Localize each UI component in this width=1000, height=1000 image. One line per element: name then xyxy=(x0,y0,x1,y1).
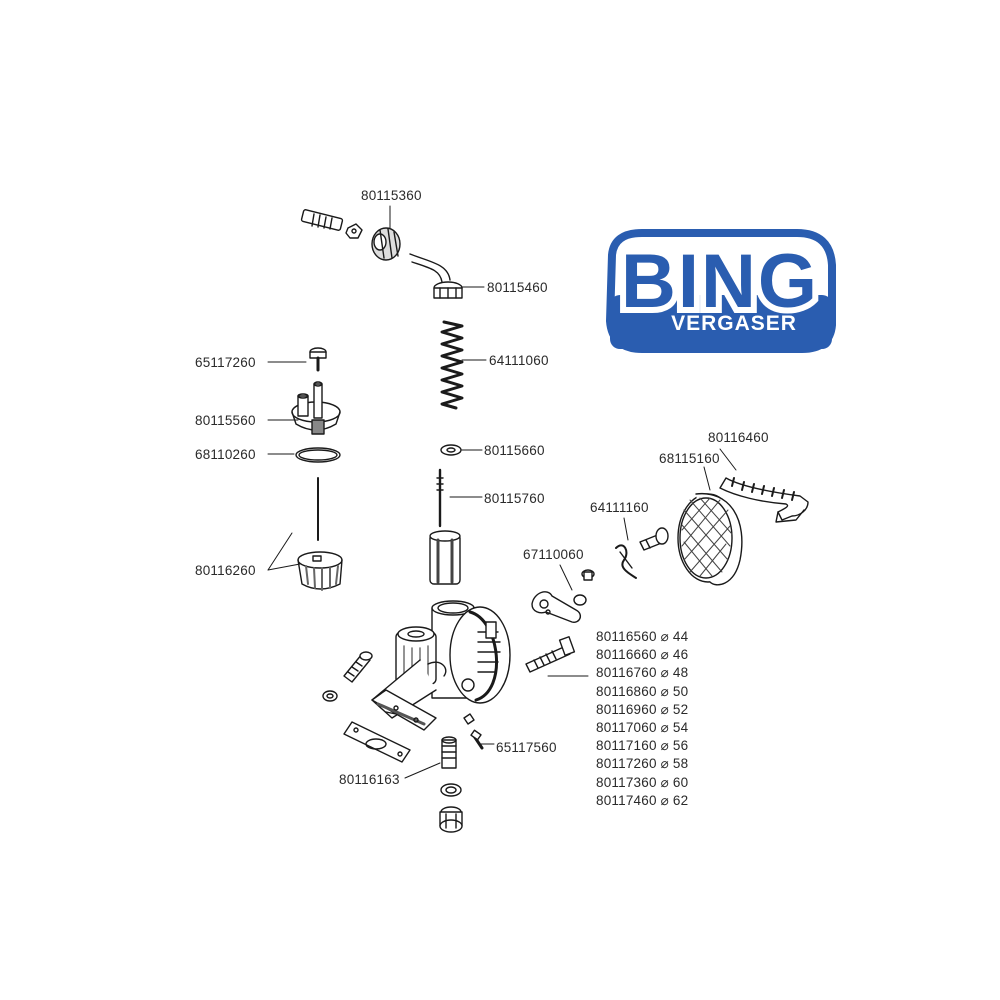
size-row: 80117060 ⌀ 54 xyxy=(596,720,689,736)
part-label-68115160: 68115160 xyxy=(659,451,720,466)
part-label-80115560: 80115560 xyxy=(195,413,256,428)
jet-size-list: 80116560 ⌀ 44 80116660 ⌀ 46 80116760 ⌀ 4… xyxy=(596,628,688,810)
adjust-screw-part xyxy=(300,209,344,231)
part-label-80115460: 80115460 xyxy=(487,280,548,295)
throttle-slide-part xyxy=(429,530,461,585)
air-filter-part xyxy=(677,493,743,586)
part-label-80115660: 80115660 xyxy=(484,443,545,458)
part-label-80115360: 80115360 xyxy=(361,188,422,203)
part-label-80116163: 80116163 xyxy=(339,772,400,787)
part-label-64111060: 64111060 xyxy=(489,353,549,368)
small-nut-part xyxy=(345,223,363,239)
flange-gasket-part xyxy=(343,721,411,763)
leader-lines xyxy=(267,205,737,779)
clamp-strap-part xyxy=(719,477,809,523)
clamp-screw-part xyxy=(525,636,576,673)
float-part xyxy=(297,551,343,591)
spring-clip-part xyxy=(615,544,637,579)
size-row: 80116860 ⌀ 50 xyxy=(596,683,689,699)
spring-part xyxy=(440,320,464,410)
size-row: 80116660 ⌀ 46 xyxy=(596,647,689,663)
needle-clip-part xyxy=(440,444,462,456)
size-row: 80117360 ⌀ 60 xyxy=(596,774,689,790)
part-label-65117260: 65117260 xyxy=(195,355,256,370)
cable-elbow-part xyxy=(409,253,463,299)
choke-lever-part xyxy=(531,569,595,623)
part-label-80115760: 80115760 xyxy=(484,491,545,506)
jet-needle-part xyxy=(436,468,444,528)
jet-washer-part xyxy=(440,783,462,797)
carburetor-body-part xyxy=(371,600,511,731)
knurled-cap-part xyxy=(371,227,401,261)
filter-screw-part xyxy=(639,527,669,551)
size-row: 80117160 ⌀ 56 xyxy=(596,738,689,754)
size-row: 80117260 ⌀ 58 xyxy=(596,756,689,772)
size-row: 80116760 ⌀ 48 xyxy=(596,665,689,681)
part-label-80116260: 80116260 xyxy=(195,563,256,578)
washer-part xyxy=(322,690,338,702)
main-jet-part xyxy=(441,736,457,769)
size-row: 80116560 ⌀ 44 xyxy=(596,629,689,644)
size-row: 80117460 ⌀ 62 xyxy=(596,792,689,808)
gasket-ring-part xyxy=(295,447,341,463)
part-label-80116460: 80116460 xyxy=(708,430,769,445)
svg-text:BING: BING xyxy=(621,239,819,324)
float-lid-part xyxy=(291,381,341,435)
part-label-67110060: 67110060 xyxy=(523,547,584,562)
mounting-bolt-part xyxy=(343,651,373,683)
idle-screw-part xyxy=(463,713,484,750)
part-label-68110260: 68110260 xyxy=(195,447,256,462)
bing-logo: BING BING VERGASER xyxy=(605,229,836,353)
svg-text:VERGASER: VERGASER xyxy=(671,312,797,335)
part-label-64111160: 64111160 xyxy=(590,500,649,515)
part-label-65117560: 65117560 xyxy=(496,740,557,755)
svg-text:BING: BING xyxy=(621,239,819,324)
top-screw-part xyxy=(309,347,327,372)
drain-plug-part xyxy=(439,806,463,833)
size-row: 80116960 ⌀ 52 xyxy=(596,701,689,717)
